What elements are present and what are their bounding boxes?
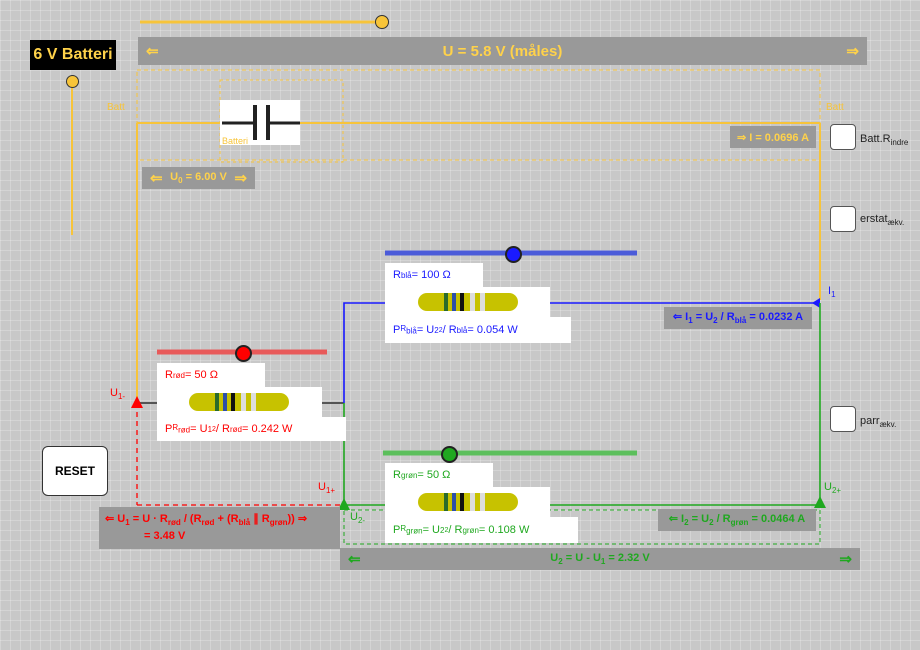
battery-label: 6 V Batteri — [30, 40, 116, 70]
red-resistor — [189, 389, 289, 420]
green-slider-knob[interactable] — [441, 446, 458, 463]
left-arrow-icon: ⇐ — [146, 43, 159, 60]
u0-bar: ⇐ U0 = 6.00 V ⇒ — [142, 167, 255, 189]
left-arrow-icon: ⇐ — [348, 551, 361, 568]
u2-bar: ⇐ U2 = U - U1 = 2.32 V ⇒ — [340, 548, 860, 570]
voltage-measure-text: U = 5.8 V (måles) — [442, 42, 563, 60]
u1-bar: ⇐ U1 = U · Rrød / (Rrød + (Rblå ∥ Rgrøn)… — [99, 507, 340, 549]
node-u1-plus: U1+ — [318, 481, 336, 496]
parallel-equivalent-checkbox[interactable] — [830, 406, 856, 432]
green-resistor — [418, 489, 518, 520]
voltage-slider-knob[interactable] — [375, 15, 389, 29]
parallel-equivalent-label: parrækv. — [860, 415, 897, 430]
total-current-bar: ⇒ I = 0.0696 A — [730, 126, 816, 148]
battery-knob[interactable] — [66, 75, 79, 88]
red-slider-knob[interactable] — [235, 345, 252, 362]
right-arrow-icon: ⇒ — [839, 551, 852, 568]
u1-value: = 3.48 V — [144, 530, 186, 542]
node-u2-plus: U2+ — [824, 481, 842, 496]
blue-resistor — [418, 289, 518, 320]
node-i1: I1 — [828, 285, 836, 300]
i1-bar: ⇐ I1 = U2 / Rblå = 0.0232 A — [664, 307, 812, 329]
node-u2-minus: U2- — [350, 511, 366, 526]
battery-internal-resistance-label: Batt.Rindre — [860, 133, 909, 148]
reset-button[interactable]: RESET — [42, 446, 108, 496]
battery-area — [136, 69, 821, 161]
u1-formula: ⇐ U1 = U · Rrød / (Rrød + (Rblå ∥ Rgrøn)… — [105, 513, 308, 528]
battery-cell-label: Batteri — [222, 136, 249, 146]
blue-slider-knob[interactable] — [505, 246, 522, 263]
i1-text: ⇐ I1 = U2 / Rblå = 0.0232 A — [672, 311, 804, 326]
i2-text: ⇐ I2 = U2 / Rgrøn = 0.0464 A — [668, 513, 806, 528]
replace-equivalent-label: erstatækv. — [860, 213, 905, 228]
replace-equivalent-checkbox[interactable] — [830, 206, 856, 232]
right-arrow-icon: ⇒ — [234, 170, 247, 187]
u2-text: U2 = U - U1 = 2.32 V — [550, 551, 650, 567]
i2-bar: ⇐ I2 = U2 / Rgrøn = 0.0464 A — [658, 509, 816, 531]
u0-text: U0 = 6.00 V — [170, 170, 227, 186]
battery-terminal-left: Batt — [107, 102, 125, 113]
voltage-measure-bar: ⇐ U = 5.8 V (måles) ⇒ — [138, 37, 867, 65]
right-arrow-icon: ⇒ — [846, 43, 859, 60]
total-current-text: ⇒ I = 0.0696 A — [736, 131, 810, 144]
battery-internal-resistance-checkbox[interactable] — [830, 124, 856, 150]
node-u1-minus: U1- — [110, 387, 126, 402]
battery-terminal-right: Batt — [826, 102, 844, 113]
left-arrow-icon: ⇐ — [150, 170, 163, 187]
